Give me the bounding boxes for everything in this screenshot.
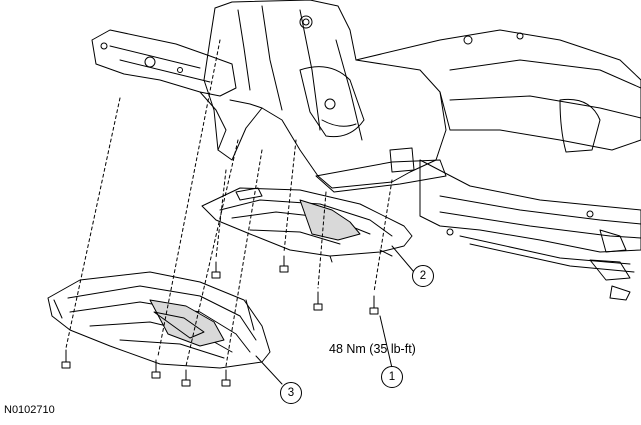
skid-plate-3: [47, 271, 271, 369]
leader-lines: [255, 245, 415, 385]
torque-specification: 48 Nm (35 lb-ft): [329, 342, 416, 356]
alignment-lines: [65, 39, 393, 367]
callout-2-number: 2: [419, 270, 427, 282]
callout-1-number: 1: [388, 371, 396, 383]
vehicle-frame: [91, 0, 641, 301]
callout-1: 1: [381, 366, 403, 388]
callout-2: 2: [412, 265, 434, 287]
mounting-bolts: [61, 255, 379, 387]
callout-3-number: 3: [287, 387, 295, 399]
callout-3: 3: [280, 382, 302, 404]
skid-plate-2: [201, 187, 413, 263]
figure-id: N0102710: [4, 404, 55, 416]
